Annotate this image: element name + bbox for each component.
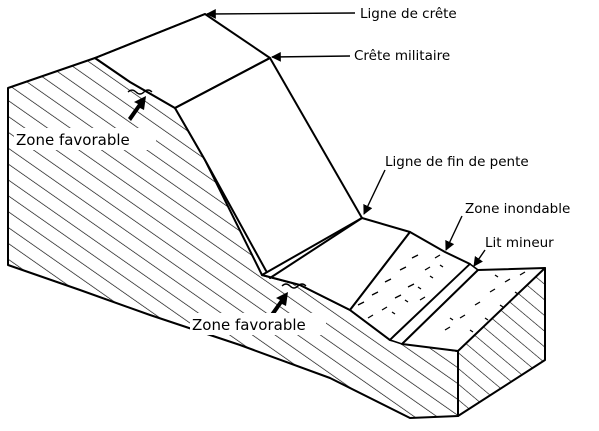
floodplain-marks	[357, 254, 444, 319]
leader-crete-militaire	[271, 51, 351, 62]
label-zone-favorable-upper: Zone favorable	[16, 131, 130, 149]
label-lit-mineur: Lit mineur	[485, 235, 554, 251]
leader-fin-de-pente	[363, 169, 386, 215]
slope-foot-line	[269, 217, 363, 279]
crest-line	[94, 13, 206, 59]
label-ligne-fin-de-pente: Ligne de fin de pente	[385, 154, 529, 170]
label-ligne-de-crete: Ligne de crête	[360, 6, 457, 22]
zone-favorable-lower-mark	[281, 283, 307, 289]
zone-favorable-lower-arrow	[270, 292, 288, 317]
right-bank-marks	[444, 271, 526, 333]
label-zone-inondable: Zone inondable	[465, 201, 570, 217]
leader-ligne-de-crete	[206, 9, 356, 19]
leader-lit-mineur	[473, 249, 486, 267]
label-crete-militaire: Crête militaire	[354, 48, 450, 64]
military-crest-line	[174, 57, 271, 109]
zone-favorable-upper-arrow	[128, 96, 146, 121]
label-zone-favorable-lower: Zone favorable	[192, 316, 306, 334]
leader-zone-inondable	[445, 215, 463, 251]
zone-favorable-upper-mark	[127, 89, 153, 95]
right-bank-surface	[401, 267, 546, 352]
